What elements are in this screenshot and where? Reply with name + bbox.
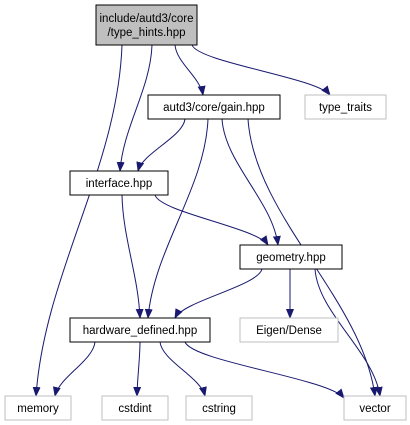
edge-hardware-to-vector [184, 341, 345, 399]
node-label-eigen: Eigen/Dense [256, 325, 322, 337]
node-box-geometry [239, 244, 343, 270]
node-box-root [95, 4, 198, 46]
node-box-gain [147, 94, 281, 120]
edge-root-to-memory [32, 44, 123, 397]
node-box-cstdint [101, 395, 169, 421]
edge-hardware-to-memory [52, 341, 96, 397]
node-interface[interactable]: interface.hpp [69, 170, 169, 196]
node-label-hardware: hardware_defined.hpp [83, 325, 197, 337]
edge-gain-to-hardware [144, 118, 209, 319]
nodes: include/autd3/core/type_hints.hpp autd3/c… [4, 4, 407, 421]
edge-root-to-type_traits [191, 44, 331, 96]
node-box-memory [4, 395, 72, 421]
node-hardware[interactable]: hardware_defined.hpp [69, 317, 211, 343]
node-label-cstring: cstring [202, 403, 236, 415]
node-cstring: cstring [185, 395, 253, 421]
edge-gain-to-interface [136, 118, 186, 172]
node-box-hardware [69, 317, 211, 343]
node-label-root: include/autd3/core [100, 13, 194, 25]
edge-gain-to-geometry [221, 118, 281, 246]
node-label-memory: memory [17, 403, 59, 415]
node-label-root: /type_hints.hpp [107, 27, 185, 39]
edge-geometry-to-vector [314, 268, 383, 397]
edge-geometry-to-hardware [174, 268, 263, 319]
edge-root-to-gain [174, 44, 206, 96]
edges [32, 44, 383, 399]
node-label-type_traits: type_traits [319, 102, 372, 114]
node-label-gain: autd3/core/gain.hpp [163, 102, 265, 114]
edge-hardware-to-cstring [159, 341, 207, 397]
node-cstdint: cstdint [101, 395, 169, 421]
node-label-vector: vector [359, 403, 390, 415]
node-type_traits: type_traits [304, 94, 387, 120]
node-box-vector [343, 395, 407, 421]
node-vector: vector [343, 395, 407, 421]
node-geometry[interactable]: geometry.hpp [239, 244, 343, 270]
edge-hardware-to-cstdint [133, 341, 142, 397]
node-root[interactable]: include/autd3/core/type_hints.hpp [95, 4, 198, 46]
node-label-cstdint: cstdint [118, 403, 152, 415]
node-eigen: Eigen/Dense [239, 317, 339, 343]
node-label-geometry: geometry.hpp [256, 252, 325, 264]
node-gain[interactable]: autd3/core/gain.hpp [147, 94, 281, 120]
node-memory: memory [4, 395, 72, 421]
node-label-interface: interface.hpp [86, 178, 153, 190]
node-box-interface [69, 170, 169, 196]
edge-root-to-interface [116, 44, 153, 172]
edge-interface-to-hardware [121, 194, 144, 319]
node-box-type_traits [304, 94, 387, 120]
node-box-eigen [239, 317, 339, 343]
node-box-cstring [185, 395, 253, 421]
edge-interface-to-geometry [154, 194, 269, 246]
